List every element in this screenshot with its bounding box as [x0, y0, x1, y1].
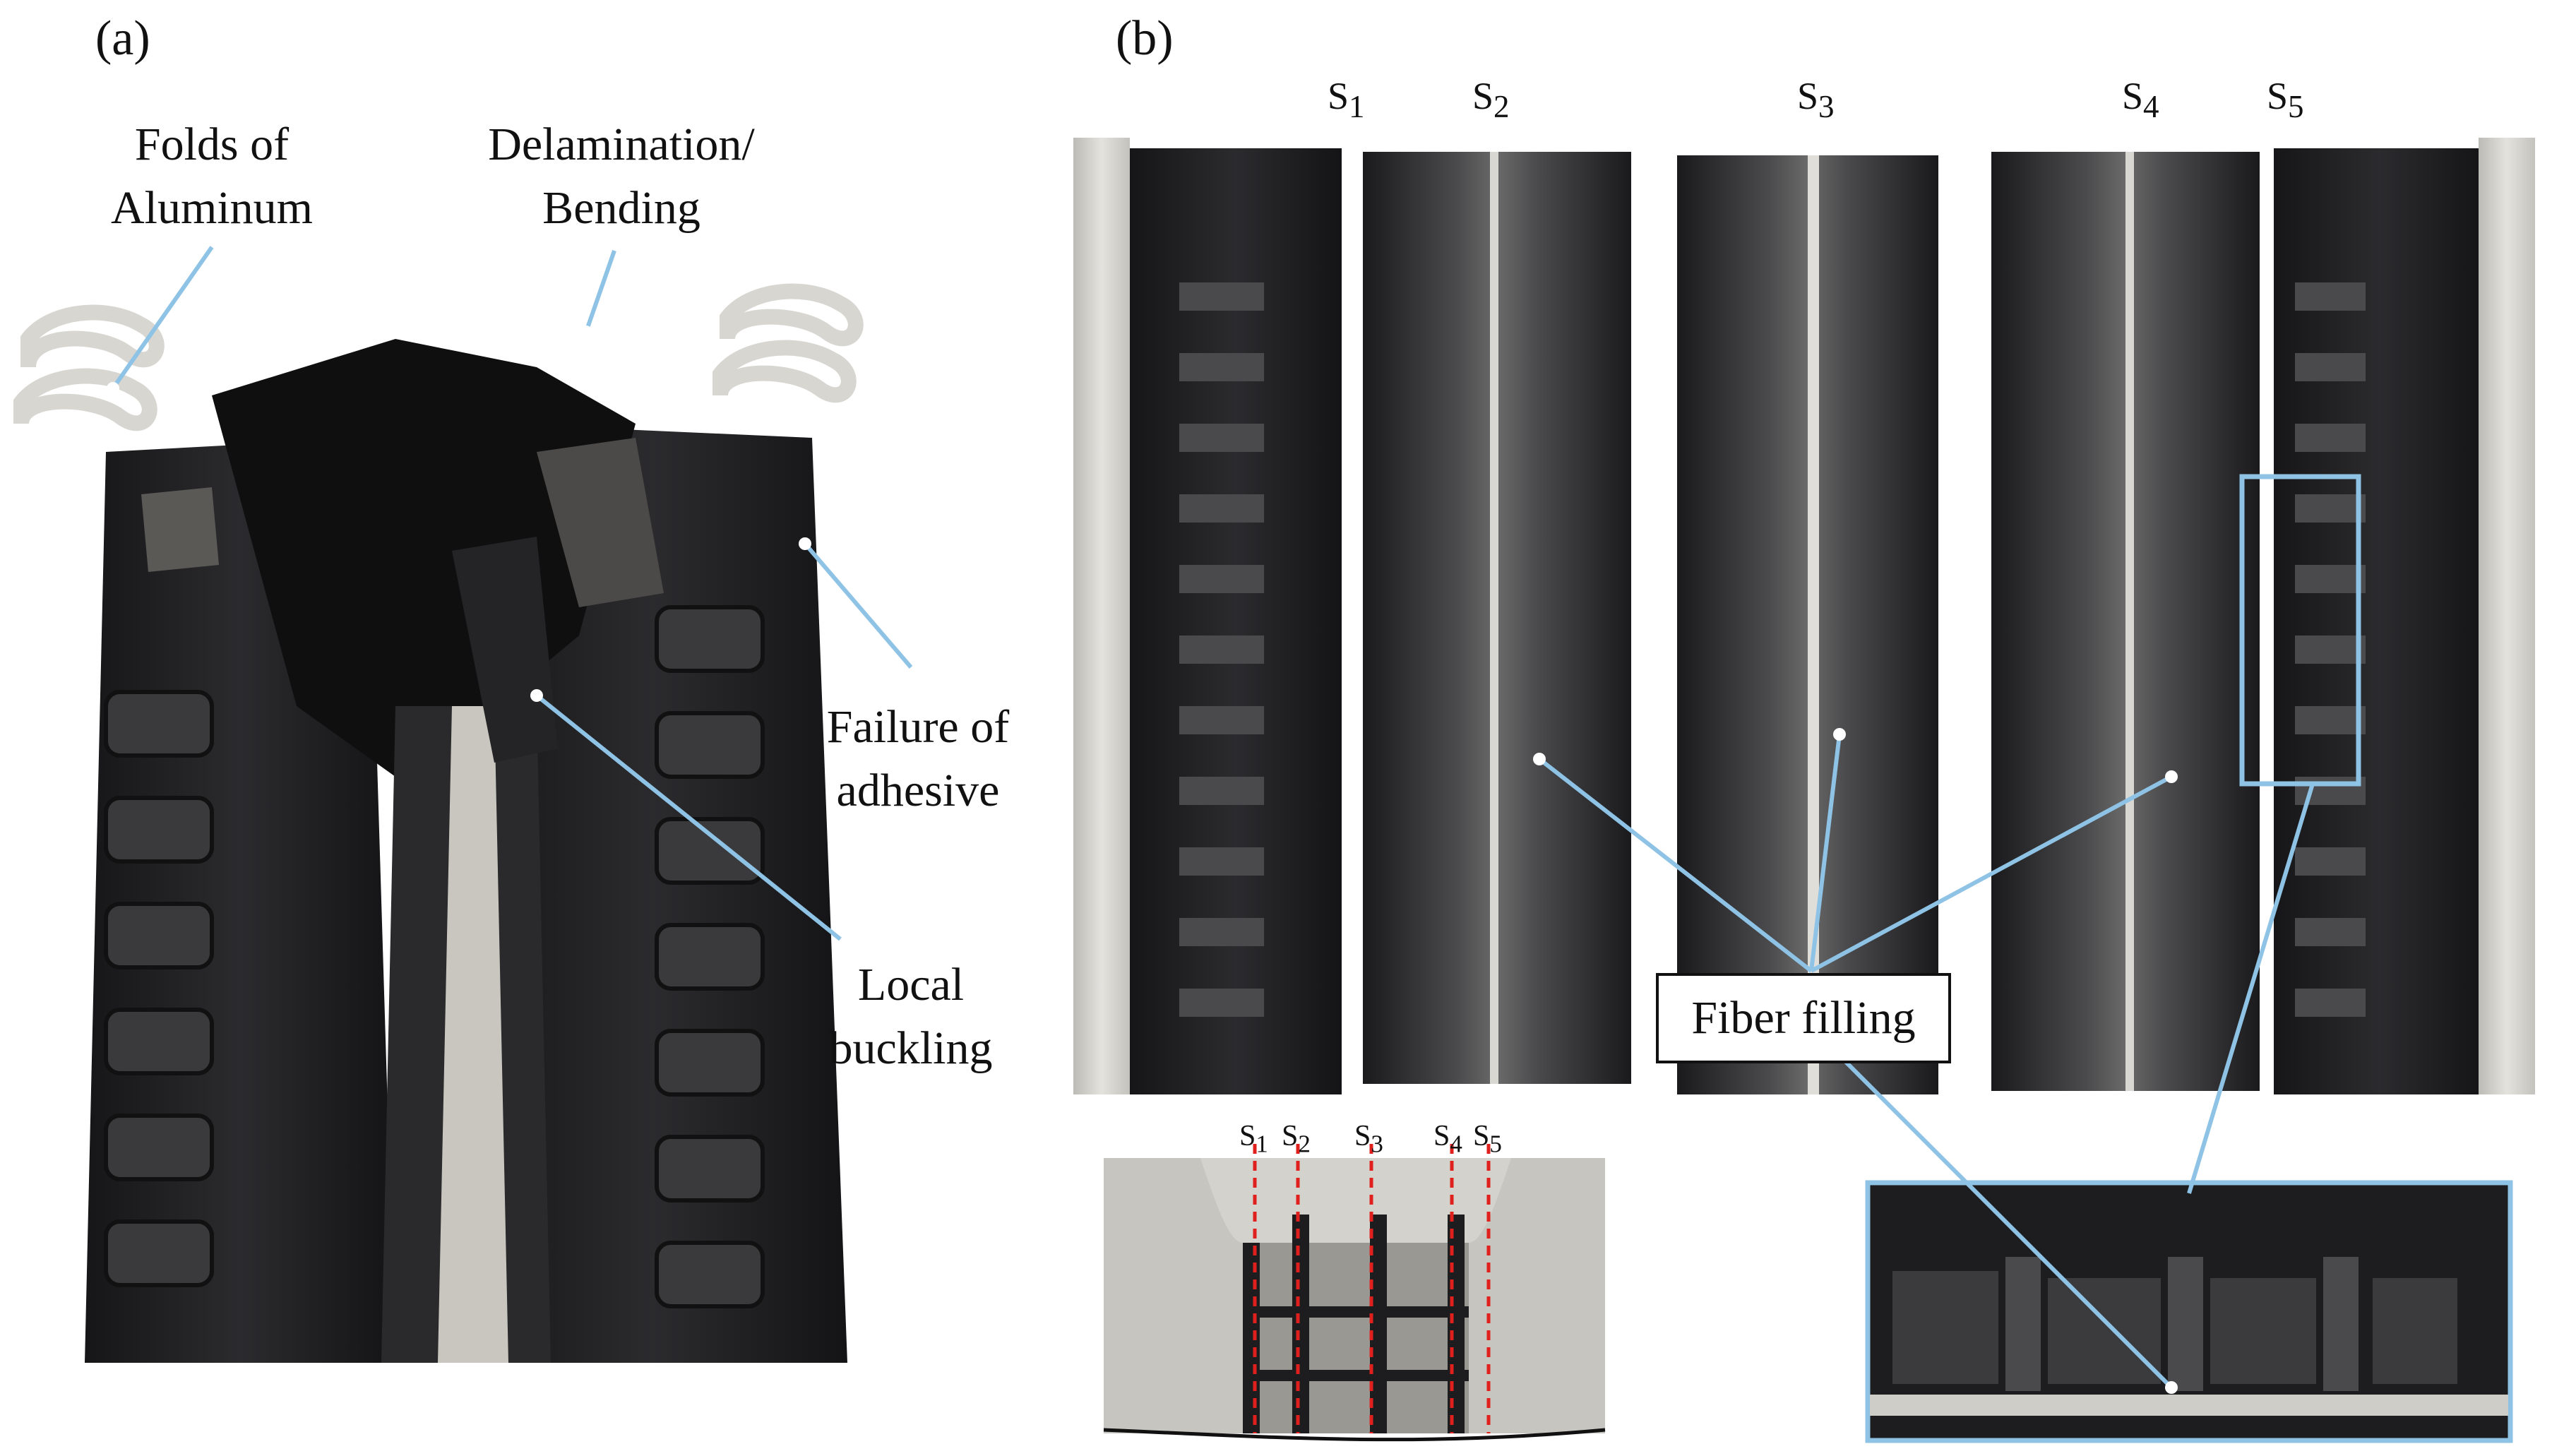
section-label-s5: S5 [2267, 75, 2304, 124]
inset-label-s3: S3 [1354, 1120, 1383, 1158]
inset-label-s1: S1 [1239, 1120, 1268, 1158]
inset-label-s2: S2 [1282, 1120, 1311, 1158]
label-delam-line1: Delamination/ [488, 119, 755, 170]
inset-label-s5: S5 [1473, 1120, 1502, 1158]
label-buckling-line2: buckling [829, 1022, 993, 1074]
label-buckling-line1: Local [857, 959, 965, 1010]
zoom-detail-inset [1865, 1180, 2513, 1443]
section-label-s3: S3 [1797, 75, 1835, 124]
inset-label-s4: S4 [1433, 1120, 1462, 1158]
label-folds-line1: Folds of [134, 119, 290, 170]
label-delamination-bending: Delamination/ Bending [459, 113, 784, 240]
label-folds-line2: Aluminum [110, 182, 313, 234]
label-failure-of-adhesive: Failure of adhesive [791, 696, 1045, 823]
crushed-specimen-photo [13, 283, 864, 1363]
panel-a-letter: (a) [95, 11, 150, 66]
label-delam-line2: Bending [542, 182, 700, 234]
label-folds-of-aluminum: Folds of Aluminum [78, 113, 346, 240]
leader-dots [107, 326, 2178, 1394]
label-local-buckling: Local buckling [805, 953, 1017, 1080]
section-label-s2: S2 [1472, 75, 1510, 124]
label-adhesive-line1: Failure of [826, 701, 1010, 753]
leader-lines [111, 246, 2315, 1390]
section-label-s4: S4 [2122, 75, 2159, 124]
section-label-s1: S1 [1328, 75, 1365, 124]
label-adhesive-line2: adhesive [836, 765, 1000, 816]
cut-strips-photo [1073, 138, 2535, 1094]
fiber-filling-callout: Fiber filling [1656, 973, 1951, 1063]
panel-b-letter: (b) [1116, 11, 1174, 66]
cross-section-inset [1103, 1144, 1606, 1442]
